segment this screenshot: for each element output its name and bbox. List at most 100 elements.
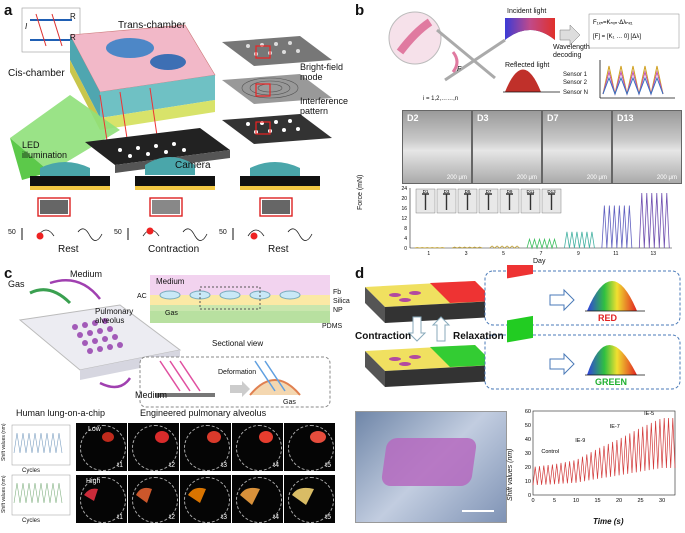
panel-c-illustration — [18, 275, 331, 408]
reflected-label: Reflected light — [505, 62, 550, 69]
micro-d2: D2 200 μm — [402, 110, 472, 184]
high-label: High — [86, 478, 101, 485]
panel-a-illustration — [10, 7, 332, 241]
layer-medium: Medium — [156, 277, 185, 286]
scale-50-a3: 50 — [219, 229, 227, 236]
shift-ytick: 50 — [525, 423, 531, 429]
panel-d-letter: d — [355, 265, 365, 282]
force-inset-pillar — [422, 193, 429, 210]
force-f-label: F — [457, 66, 462, 73]
force-ytick: 4 — [404, 236, 407, 242]
svg-text:[F] = [K₁ … 0] [Δλ]: [F] = [K₁ … 0] [Δλ] — [593, 34, 641, 40]
medium-bottom-label: Medium — [135, 390, 168, 400]
force-inset-label: D3 — [444, 189, 450, 194]
force-ytick: 8 — [404, 226, 407, 232]
tp-high-5: t5 — [325, 514, 331, 521]
force-inset-label: D11 — [527, 189, 535, 194]
force-inset-pillar — [527, 193, 534, 210]
camera-label: Camera — [175, 160, 211, 171]
low-t2: t2 — [128, 423, 179, 471]
shift-ytick: 10 — [525, 479, 531, 485]
high-t4: t4 — [232, 475, 283, 523]
gas-arrow2-label: Gas — [283, 399, 296, 406]
micro-d2-scale: 200 μm — [446, 175, 467, 181]
low-t1: t1 Low — [76, 423, 127, 471]
layer-silica: Silica — [333, 298, 350, 305]
high-t1: t1 High — [76, 475, 127, 523]
panel-b-schematic: F₁ₓₙ=Kₙₓₙ·Δλₙₓ₁ [F] = [K₁ … 0] [Δλ] — [388, 11, 680, 99]
green-label: GREEN — [595, 377, 628, 387]
svg-text:F₁ₓₙ=Kₙₓₙ·Δλₙₓ₁: F₁ₓₙ=Kₙₓₙ·Δλₙₓ₁ — [593, 20, 633, 26]
trans-chamber-label: Trans-chamber — [118, 20, 186, 31]
shift-mini-charts — [11, 424, 71, 516]
force-burst — [489, 245, 520, 249]
gas-label: Gas — [8, 279, 25, 289]
panel-b-letter: b — [355, 2, 365, 19]
shift-annotation: IE-7 — [610, 424, 620, 430]
shift-annotation: IE-5 — [644, 411, 654, 417]
scale-50-a2: 50 — [114, 229, 122, 236]
shift-series-line — [532, 417, 676, 486]
high-t3: t3 — [180, 475, 231, 523]
low-t3: t3 — [180, 423, 231, 471]
micro-d2-label: D2 — [407, 113, 419, 123]
force-xtick: 11 — [613, 251, 618, 257]
force-inset-pillar — [485, 193, 492, 210]
force-burst — [526, 237, 558, 250]
shift-ytick: 0 — [528, 493, 531, 499]
low-label: Low — [88, 426, 101, 433]
micro-d3: D3 200 μm — [472, 110, 542, 184]
layer-np: NP — [333, 307, 343, 314]
panel-b: b F₁ₓₙ=Kₙₓₙ·Δλₙₓ₁ [F] = [K₁ … 0] [Δλ] In… — [345, 0, 685, 265]
contraction-label: Contraction — [355, 331, 412, 342]
shift-chart-xlabel: Time (s) — [593, 517, 624, 526]
shift-ytick: 60 — [525, 409, 531, 415]
shift-xtick: 25 — [638, 498, 644, 504]
tp-low-5: t5 — [325, 462, 331, 469]
force-inset-label: D5 — [465, 189, 471, 194]
red-label: RED — [598, 313, 618, 323]
wavelength-label: Wavelength decoding — [553, 44, 590, 59]
shift-ytick: 30 — [525, 451, 531, 457]
force-inset-pillar — [464, 193, 471, 210]
relaxation-label: Relaxation — [453, 331, 504, 342]
gas-arrow-label: Gas — [165, 310, 178, 317]
layer-pdms: PDMS — [322, 323, 343, 330]
micro-d7-label: D7 — [547, 113, 559, 123]
sensor2-label: Sensor 2 — [563, 80, 588, 86]
cycles-label-1: Cycles — [22, 468, 41, 474]
force-xtick: 13 — [651, 251, 657, 257]
device-chip — [380, 438, 478, 486]
force-inset-pillar — [506, 193, 513, 210]
tp-low-3: t3 — [221, 462, 227, 469]
panel-c: c Gas Medium Medium Pulmonary alveolus M… — [0, 265, 350, 527]
micro-d3-scale: 200 μm — [516, 175, 537, 181]
micro-d7-scale: 200 μm — [586, 175, 607, 181]
force-inset-label: D1 — [423, 189, 429, 194]
tp-low-2: t2 — [169, 462, 175, 469]
tp-high-4: t4 — [273, 514, 279, 521]
low-t5: t5 — [284, 423, 335, 471]
panel-d-illustration — [365, 265, 681, 390]
interference-label: Interference pattern — [300, 96, 349, 116]
micro-d3-label: D3 — [477, 113, 489, 123]
force-xtick: 7 — [540, 251, 543, 257]
engineered-label: Engineered pulmonary alveolus — [140, 408, 267, 418]
micro-d13-label: D13 — [617, 113, 634, 123]
high-t5: t5 — [284, 475, 335, 523]
low-t4: t4 — [232, 423, 283, 471]
micro-d13-scale: 200 μm — [656, 175, 677, 181]
state-contraction: Contraction — [148, 244, 200, 255]
shift-xtick: 0 — [531, 498, 534, 504]
state-rest-2: Rest — [268, 244, 289, 255]
tp-high-1: t1 — [117, 514, 123, 521]
shift-ylabel-2: Shift values (nm) — [1, 475, 7, 513]
force-ytick: 24 — [401, 186, 407, 192]
force-inset-pillar — [443, 193, 450, 210]
force-ytick: 20 — [401, 196, 407, 202]
force-inset-label: D9 — [507, 189, 513, 194]
tp-high-2: t2 — [169, 514, 175, 521]
force-burst — [601, 205, 633, 249]
